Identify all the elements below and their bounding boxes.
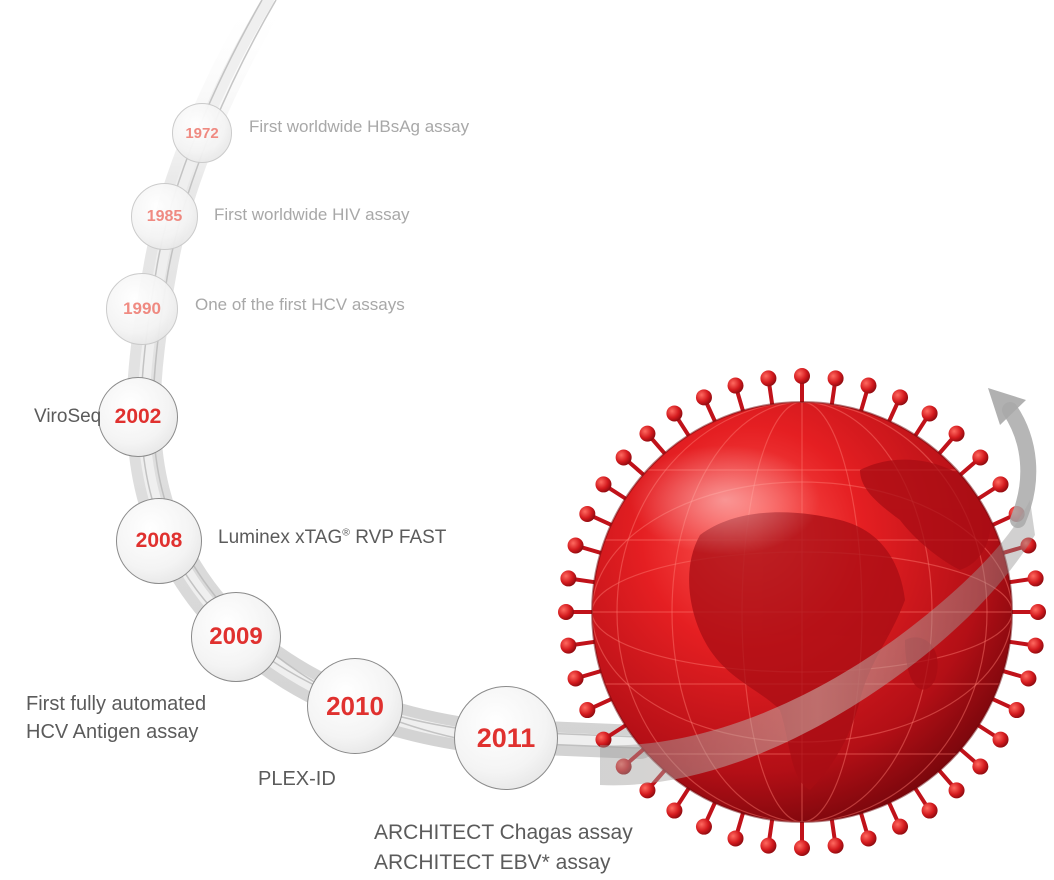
spike-knob (567, 537, 584, 554)
spike-knob (827, 370, 844, 387)
milestone-year: 1985 (146, 207, 183, 225)
milestone-year: 2008 (135, 529, 183, 552)
spike-knob (760, 837, 777, 854)
milestone-2011: 2011 (454, 686, 558, 790)
globe-virus-illustration (591, 401, 1013, 823)
milestone-caption-2008: Luminex xTAG® RVP FAST (218, 527, 446, 549)
caption-line: HCV Antigen assay (26, 721, 199, 743)
spike-knob (921, 405, 938, 422)
spike-knob (639, 782, 656, 799)
milestone-year: 2010 (326, 690, 384, 721)
spike-knob (948, 425, 965, 442)
spike-knob (760, 370, 777, 387)
spike-knob (595, 476, 612, 493)
spike-knob (1020, 670, 1037, 687)
spike-knob (560, 637, 577, 654)
milestone-2008: 2008 (116, 498, 202, 584)
milestone-1985: 1985 (131, 183, 198, 250)
milestone-2002: 2002 (98, 377, 178, 457)
milestone-2009: 2009 (191, 592, 281, 682)
spike-knob (992, 731, 1009, 748)
spike-knob (921, 802, 938, 819)
milestone-caption-text: Luminex xTAG® RVP FAST (218, 527, 447, 548)
milestone-caption-1990: One of the first HCV assays (195, 295, 405, 314)
milestone-year: 2002 (114, 405, 162, 428)
spike-knob (948, 782, 965, 799)
spike-knob (727, 830, 744, 847)
spike-knob (972, 758, 989, 775)
milestone-1990: 1990 (106, 273, 178, 345)
milestone-2010: 2010 (307, 658, 403, 754)
spike-knob (827, 837, 844, 854)
curved-arrow-icon (988, 388, 1037, 528)
milestone-year: 2009 (209, 623, 263, 650)
milestone-1972: 1972 (172, 103, 232, 163)
caption-line: First fully automated (26, 693, 207, 715)
milestone-caption-1972: First worldwide HBsAg assay (249, 117, 470, 136)
spike-knob (992, 476, 1009, 493)
spike-knob (579, 702, 596, 719)
spike-knob (860, 830, 877, 847)
spike-knob (972, 449, 989, 466)
spike-knob (1008, 702, 1025, 719)
milestone-caption-2009: First fully automated HCV Antigen assay (26, 690, 206, 746)
spike-knob (794, 368, 810, 384)
spike-knob (666, 802, 683, 819)
spike-knob (1027, 637, 1044, 654)
spike-knob (639, 425, 656, 442)
spike-knob (695, 818, 712, 835)
spike-knob (560, 570, 577, 587)
milestone-year: 2011 (476, 722, 536, 753)
caption-line: ARCHITECT EBV* assay (374, 851, 611, 874)
spike-knob (1027, 570, 1044, 587)
spike-knob (695, 389, 712, 406)
spike-knob (666, 405, 683, 422)
spike-knob (615, 449, 632, 466)
orbit-band (600, 500, 1035, 786)
caption-line: ARCHITECT Chagas assay (374, 821, 633, 844)
milestone-caption-2011: ARCHITECT Chagas assay ARCHITECT EBV* as… (374, 818, 633, 878)
milestone-caption-2002: ViroSeq (34, 406, 102, 427)
milestone-caption-2010: PLEX-ID (258, 768, 336, 790)
milestone-year: 1972 (185, 124, 219, 142)
spike-knob (567, 670, 584, 687)
spike-knob (892, 818, 909, 835)
spike-knob (860, 377, 877, 394)
spike-knob (727, 377, 744, 394)
spike-knob (794, 840, 810, 856)
spike-knob (1030, 604, 1046, 620)
milestone-caption-1985: First worldwide HIV assay (214, 205, 410, 224)
milestone-year: 1990 (123, 299, 161, 318)
spike-knob (595, 731, 612, 748)
spike-knob (892, 389, 909, 406)
spike-knob (579, 505, 596, 522)
spike-knob (558, 604, 574, 620)
